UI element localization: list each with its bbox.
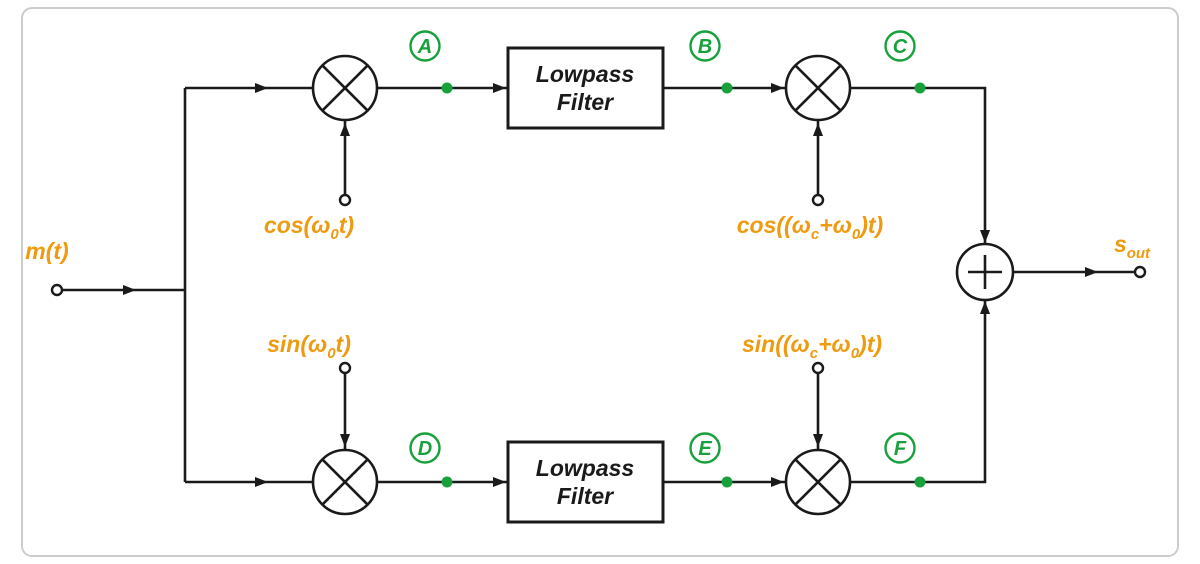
node-badges: A B C D E F [409, 30, 916, 464]
node-d-letter: D [418, 438, 432, 460]
lowpass-filter-2-label-line2: Filter [557, 483, 614, 509]
multiplier-4 [784, 448, 852, 516]
node-c-badge [884, 30, 916, 62]
output-signal-label: sout [1114, 231, 1151, 262]
osc-cosc-label: cos((ωc+ω0)t) [737, 212, 883, 243]
arrow-into-adder-bottom [980, 301, 990, 314]
outer-frame [21, 7, 1179, 557]
arrow-output [1085, 267, 1098, 277]
arrow-osc-cosc [813, 123, 823, 136]
node-e-badge [689, 432, 721, 464]
lowpass-filter-2: Lowpass Filter [506, 440, 665, 524]
osc-sinc-terminal [811, 361, 825, 375]
node-e-dot [721, 476, 733, 488]
multiplier-3-x2 [321, 458, 369, 506]
osc-sinc-label: sin((ωc+ω0)t) [742, 331, 882, 362]
node-c-dot [914, 82, 926, 94]
arrow-osc-sinc [813, 434, 823, 447]
arrow-into-mult4 [771, 477, 784, 487]
wires [62, 86, 1135, 484]
signal-labels: m(t) cos(ω0t) sin(ω0t) cos((ωc+ω0)t) sin… [25, 212, 1151, 362]
multiplier-2-x2 [794, 64, 842, 112]
lowpass-filter-1: Lowpass Filter [506, 46, 665, 130]
lowpass-filter-1-label-line2: Filter [557, 89, 614, 115]
wire-node-c [850, 86, 987, 244]
multiplier-2 [784, 54, 852, 122]
node-d-dot [441, 476, 453, 488]
node-b-dot [721, 82, 733, 94]
node-f-dot [914, 476, 926, 488]
lowpass-filter-1-box [506, 46, 665, 130]
input-signal-label: m(t) [25, 238, 68, 264]
node-b-letter: B [698, 36, 712, 58]
node-f-letter: F [894, 438, 907, 460]
osc-cos0-label: cos(ω0t) [264, 212, 354, 243]
node-a-dot [441, 82, 453, 94]
multiplier-1-x2 [321, 64, 369, 112]
node-e-letter: E [698, 438, 712, 460]
multiplier-4-x2 [794, 458, 842, 506]
lowpass-filter-2-label-line1: Lowpass [536, 455, 634, 481]
lowpass-filter-1-label-line1: Lowpass [536, 61, 634, 87]
node-f-badge [884, 432, 916, 464]
wire-node-f [850, 300, 987, 484]
osc-cosc-terminal [811, 193, 825, 207]
node-d-badge [409, 432, 441, 464]
arrow-osc-cos0 [340, 123, 350, 136]
multiplier-1 [311, 54, 379, 122]
arrow-osc-sin0 [340, 434, 350, 447]
adder [955, 242, 1015, 302]
osc-cos0-terminal [338, 193, 352, 207]
node-dots [441, 82, 926, 488]
multiplier-3 [311, 448, 379, 516]
arrow-into-mult1 [255, 83, 268, 93]
terminals [50, 193, 1147, 375]
node-c-letter: C [893, 36, 908, 58]
arrowheads [123, 83, 1098, 487]
arrow-into-mult3 [255, 477, 268, 487]
lowpass-filter-2-box [506, 440, 665, 524]
arrow-into-filter1 [493, 83, 506, 93]
osc-sin0-terminal [338, 361, 352, 375]
input-terminal [50, 283, 64, 297]
arrow-into-filter2 [493, 477, 506, 487]
node-b-badge [689, 30, 721, 62]
node-a-letter: A [417, 36, 432, 58]
output-terminal [1133, 265, 1147, 279]
arrow-into-adder-top [980, 230, 990, 243]
arrow-into-mult2 [771, 83, 784, 93]
osc-sin0-label: sin(ω0t) [267, 331, 351, 362]
arrow-input [123, 285, 136, 295]
node-a-badge [409, 30, 441, 62]
